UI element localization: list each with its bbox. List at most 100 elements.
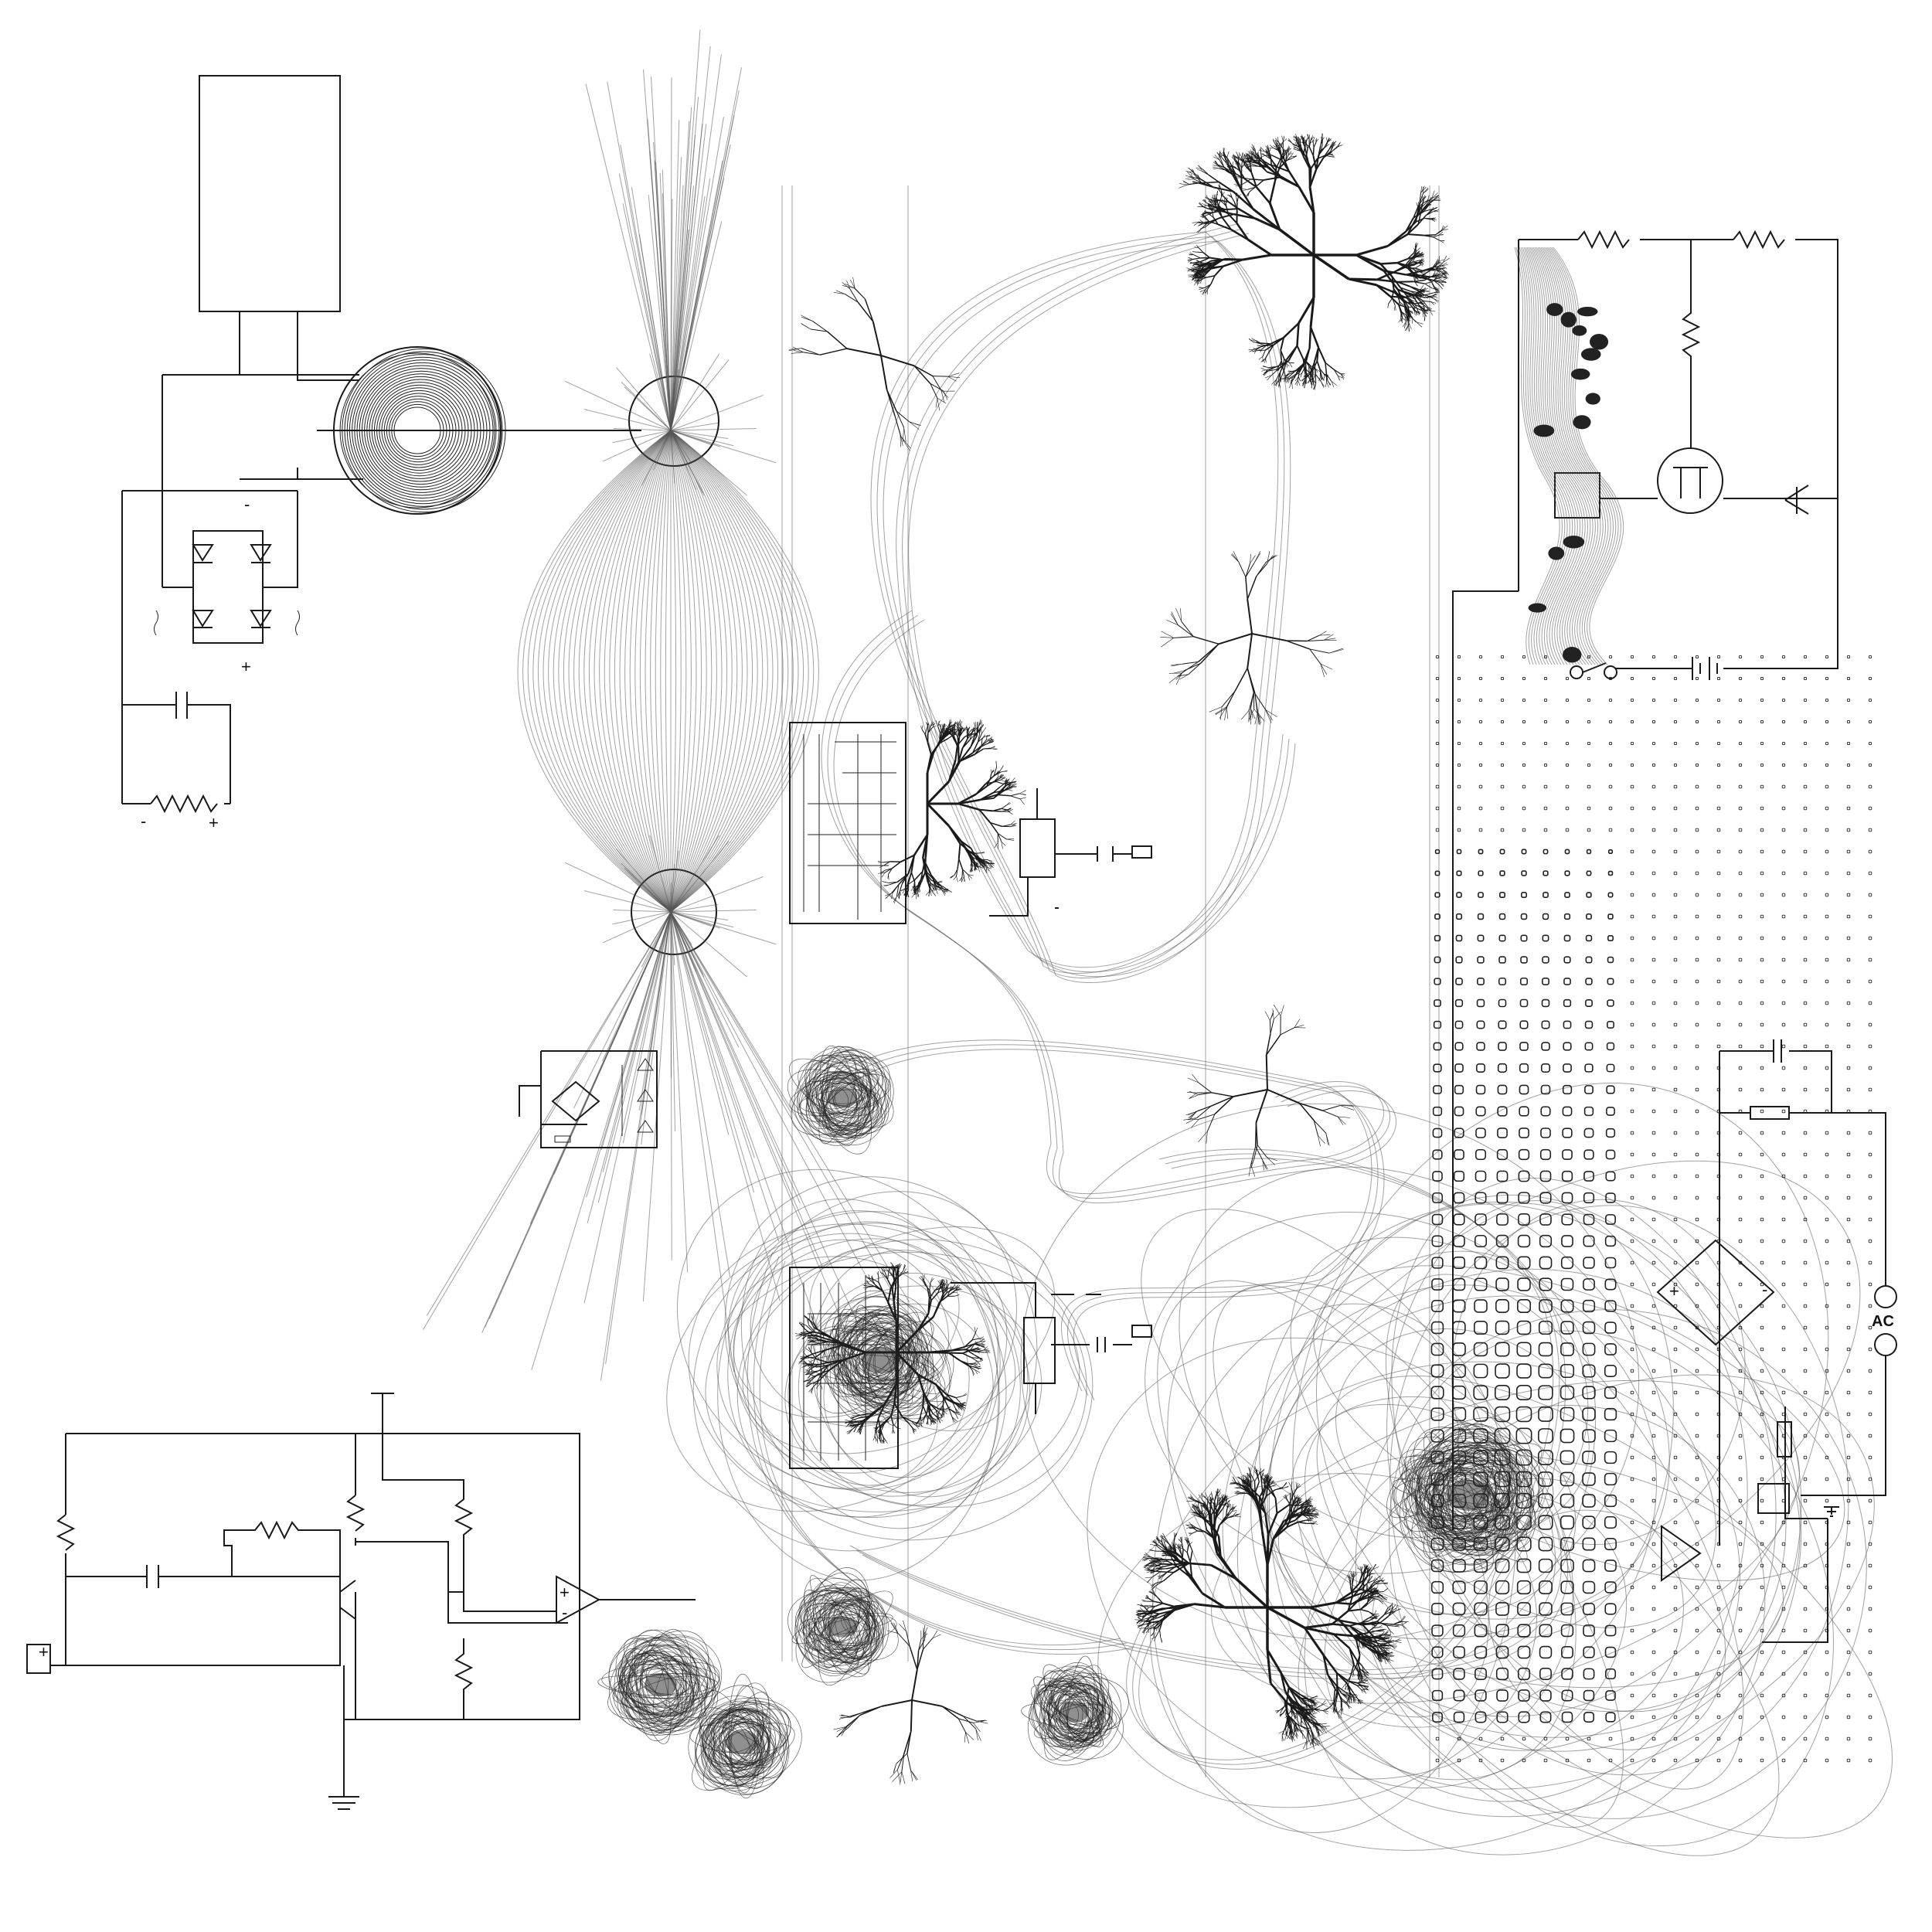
beam-ray xyxy=(670,179,711,431)
tree-branch xyxy=(1325,362,1335,370)
tree-branch xyxy=(880,355,888,390)
beam-ray xyxy=(641,430,672,486)
tree xyxy=(1179,133,1450,390)
tree-branch xyxy=(1316,360,1321,369)
tree-branch xyxy=(920,1417,924,1422)
beam-ray xyxy=(641,911,672,1145)
tree-branch xyxy=(806,1379,811,1386)
tree-branch xyxy=(1404,322,1406,328)
loop-wire xyxy=(1290,1236,1717,1628)
loop-wire xyxy=(740,1198,1000,1529)
beam-ray xyxy=(670,430,712,446)
tree-branch xyxy=(1196,276,1199,280)
tree-branch xyxy=(1406,324,1410,331)
tree-branch xyxy=(1190,174,1195,179)
tree-branch xyxy=(947,376,960,379)
tree-branch xyxy=(1415,252,1420,256)
beam-ray xyxy=(670,430,692,464)
tree-branch xyxy=(1147,1594,1149,1599)
tree-branch xyxy=(1238,561,1247,577)
tree-branch xyxy=(981,727,987,734)
tree-branch xyxy=(968,874,974,876)
tree-branch xyxy=(1258,149,1265,152)
tree-branch xyxy=(1417,202,1425,208)
diode-bridge: - + xyxy=(154,491,300,676)
tree-branch xyxy=(1369,1585,1372,1589)
tree-branch xyxy=(1281,135,1284,141)
tree-branch xyxy=(903,1264,906,1271)
tree-branch xyxy=(988,862,992,867)
tree-branch xyxy=(1143,1628,1146,1634)
tree-branch xyxy=(1010,781,1015,784)
tree-branch xyxy=(1309,1601,1336,1609)
tree-branch xyxy=(1247,576,1257,600)
tree-branch xyxy=(972,856,979,861)
tree-branch xyxy=(1226,691,1236,707)
tree-branch xyxy=(858,1426,861,1430)
tree-branch xyxy=(929,1403,937,1410)
tree-branch xyxy=(1233,153,1236,160)
tree-branch xyxy=(973,1364,978,1366)
tree-branch xyxy=(951,1417,954,1423)
tree-branch xyxy=(919,1277,923,1282)
tree-branch xyxy=(1267,153,1273,161)
beam-line xyxy=(568,430,672,913)
tree-branch xyxy=(852,1414,856,1417)
tree-branch xyxy=(987,859,993,862)
beam-ray xyxy=(670,430,747,496)
tree-branch xyxy=(1193,635,1219,645)
tree-branch xyxy=(1335,1592,1352,1604)
tree-branch xyxy=(881,1423,885,1431)
tree-branch xyxy=(1011,777,1015,783)
tree-branch xyxy=(1233,551,1240,563)
tree-branch xyxy=(1215,206,1223,218)
loop-wire xyxy=(1316,1376,1893,1838)
tree-branch xyxy=(973,1364,977,1367)
tree-branch xyxy=(917,1316,934,1332)
tree-branch xyxy=(1382,1596,1388,1599)
tree-branch xyxy=(1383,1588,1388,1592)
tree-branch xyxy=(1007,808,1011,811)
tree-branch xyxy=(1400,318,1403,321)
tree-branch xyxy=(1145,1621,1152,1628)
loop-wire xyxy=(753,1256,1128,1651)
tree-branch xyxy=(1214,155,1220,160)
tree-branch xyxy=(1255,1122,1258,1145)
tree-branch xyxy=(980,1345,985,1346)
beam-ray xyxy=(583,911,672,1304)
tree-branch xyxy=(1285,148,1291,152)
tree-branch xyxy=(1222,195,1230,202)
tree-branch xyxy=(979,862,983,867)
tree-branch xyxy=(1375,1580,1381,1585)
tree-branch xyxy=(1153,1593,1158,1598)
tree-branch xyxy=(935,1383,944,1397)
tree-branch xyxy=(1284,377,1291,380)
tree-branch xyxy=(1234,668,1248,692)
tree-branch xyxy=(1244,155,1251,158)
tree-branch xyxy=(1315,369,1318,373)
tree-branch xyxy=(1256,342,1260,345)
tree-branch xyxy=(930,1277,933,1284)
tree-branch xyxy=(1322,1105,1341,1111)
tree-branch xyxy=(891,893,893,900)
loop-wire xyxy=(676,1168,998,1491)
tree-branch xyxy=(1209,212,1213,216)
beam-line xyxy=(639,430,672,913)
tree-branch xyxy=(1410,304,1415,311)
beam-ray xyxy=(670,850,679,913)
tree-branch xyxy=(1326,382,1329,388)
tree-branch xyxy=(1417,199,1423,208)
tree-branch xyxy=(915,1420,919,1424)
tree-branch xyxy=(1319,631,1327,636)
beam-line xyxy=(670,430,779,913)
tree-branch xyxy=(1226,151,1230,158)
beam-line xyxy=(670,430,692,913)
tree-branch xyxy=(1266,555,1278,563)
tree-branch xyxy=(1253,551,1261,563)
tree-branch xyxy=(989,822,998,834)
tree-branch xyxy=(943,724,944,729)
tree-branch xyxy=(1189,182,1199,185)
tree-branch xyxy=(1327,138,1330,142)
tree-branch xyxy=(872,1279,876,1285)
tree-branch xyxy=(1185,175,1192,178)
